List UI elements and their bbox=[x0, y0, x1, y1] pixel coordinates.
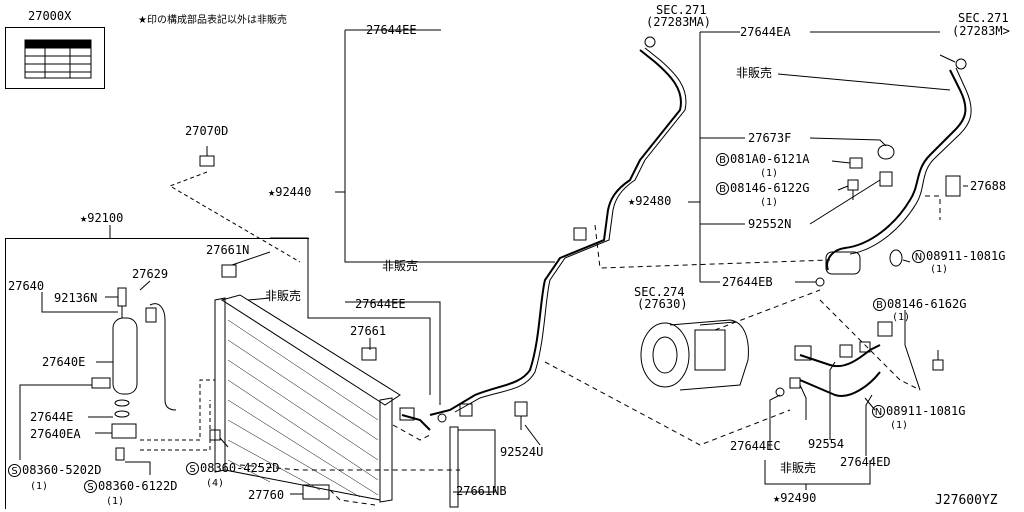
diagram-id: J27600YZ bbox=[935, 493, 998, 508]
label-card-icon bbox=[24, 39, 92, 79]
part-number-text: 08911-1081G bbox=[886, 404, 966, 418]
n-mark-icon: N bbox=[872, 405, 885, 418]
qty-4: (4) bbox=[206, 478, 225, 489]
not-sold-label-4: 非販売 bbox=[780, 461, 817, 475]
qty-1b: (1) bbox=[106, 496, 125, 507]
part-27000x: 27000X bbox=[28, 9, 72, 23]
part-27688: 27688 bbox=[970, 179, 1007, 193]
part-27070d: 27070D bbox=[185, 124, 229, 138]
b-mark-icon: B bbox=[716, 153, 729, 166]
sec274-title: SEC.274 bbox=[634, 285, 685, 299]
part-92554: 92554 bbox=[808, 437, 845, 451]
s-mark-icon: S bbox=[84, 480, 97, 493]
part-number-text: 08911-1081G bbox=[926, 249, 1006, 263]
n-mark-icon: N bbox=[912, 250, 925, 263]
qty-1e: (1) bbox=[930, 264, 949, 275]
part-92100: ★92100 bbox=[80, 211, 124, 225]
note-not-sold: ★印の構成部品表記以外は非販売 bbox=[138, 15, 287, 26]
part-27644ea: 27644EA bbox=[740, 25, 791, 39]
label-card-box bbox=[5, 27, 105, 89]
part-27644ee-top: 27644EE bbox=[366, 23, 417, 37]
part-27644ee-mid: 27644EE bbox=[355, 297, 406, 311]
pipe-92490-inner-icon bbox=[775, 321, 944, 397]
part-27661: 27661 bbox=[350, 324, 387, 338]
part-number-text: 08360-6122D bbox=[98, 479, 178, 493]
part-27644ec: 27644EC bbox=[730, 439, 781, 453]
part-92136n: 92136N bbox=[54, 291, 98, 305]
part-92524u: 92524U bbox=[500, 445, 544, 459]
assembly-92100-box bbox=[5, 238, 309, 509]
part-92440: ★92440 bbox=[268, 185, 312, 199]
part-27640e: 27640E bbox=[42, 355, 86, 369]
sec271-right-ref: (27283M> bbox=[952, 24, 1010, 38]
part-number-text: 08360-5202D bbox=[22, 463, 102, 477]
not-sold-label-1: 非販売 bbox=[382, 259, 419, 273]
bolt-27070d-icon bbox=[168, 146, 301, 263]
receiver-drier-icon bbox=[91, 287, 215, 461]
b-mark-icon: B bbox=[716, 182, 729, 195]
qty-1f: (1) bbox=[892, 312, 911, 323]
not-sold-label-3: 非販売 bbox=[736, 66, 773, 80]
part-27644ed: 27644ED bbox=[840, 455, 891, 469]
s-mark-icon: S bbox=[186, 462, 199, 475]
part-27661nb: 27661NB bbox=[456, 484, 507, 498]
compressor-icon bbox=[640, 319, 749, 391]
seal-27661nb-icon bbox=[449, 426, 459, 508]
part-27629: 27629 bbox=[132, 267, 169, 281]
part-92480: ★92480 bbox=[628, 194, 672, 208]
pipe-92480-icon bbox=[826, 69, 967, 271]
part-92552n: 92552N bbox=[748, 217, 792, 231]
qty-1c: (1) bbox=[760, 168, 779, 179]
condenser-icon bbox=[214, 264, 401, 503]
bolt-08360-4252d-icon bbox=[209, 420, 221, 441]
part-number-text: 08146-6122G bbox=[730, 181, 810, 195]
s-mark-icon: S bbox=[8, 464, 21, 477]
part-27644eb: 27644EB bbox=[722, 275, 773, 289]
qty-1g: (1) bbox=[890, 420, 909, 431]
part-27673f: 27673F bbox=[748, 131, 792, 145]
part-27640: 27640 bbox=[8, 279, 45, 293]
pipe-92440-inner-icon bbox=[399, 36, 687, 430]
part-27640ea: 27640EA bbox=[30, 427, 81, 441]
sec271-right-title: SEC.271 bbox=[958, 11, 1009, 25]
b-mark-icon: B bbox=[873, 298, 886, 311]
part-number-text: 081A0-6121A bbox=[730, 152, 810, 166]
not-sold-label-2: 非販売 bbox=[265, 289, 302, 303]
part-27760: 27760 bbox=[248, 488, 285, 502]
pipe-92440-icon bbox=[401, 49, 682, 431]
part-27644e: 27644E bbox=[30, 410, 74, 424]
qty-1d: (1) bbox=[760, 197, 779, 208]
part-number-text: 08146-6162G bbox=[887, 297, 967, 311]
sec271-left-ref: (27283MA) bbox=[646, 15, 712, 29]
part-92490: ★92490 bbox=[773, 491, 817, 505]
sec271-left-title: SEC.271 bbox=[656, 3, 707, 17]
qty-1a: (1) bbox=[30, 481, 49, 492]
sec274-ref: (27630) bbox=[637, 297, 688, 311]
part-27661n: 27661N bbox=[206, 243, 250, 257]
part-number-text: 08360-4252D bbox=[200, 461, 280, 475]
